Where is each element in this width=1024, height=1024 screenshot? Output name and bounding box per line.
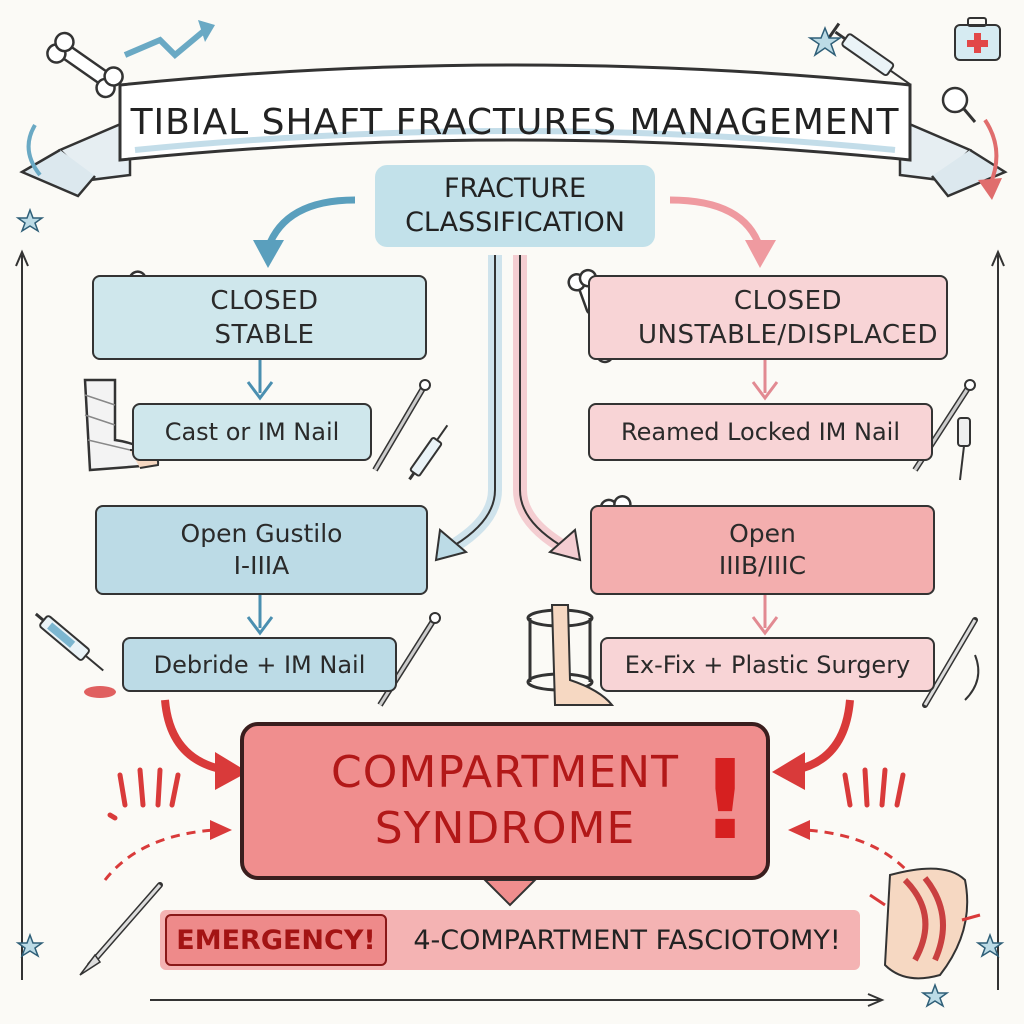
arrow-to-right-branch — [669, 196, 764, 250]
page-title: TIBIAL SHAFT FRACTURES MANAGEMENT — [130, 101, 900, 143]
im-nail-icon — [372, 379, 431, 472]
zigzag-arrow-icon — [123, 20, 215, 60]
side-arrow-right — [983, 118, 999, 186]
blood-splash-icon — [84, 686, 116, 698]
step-arrows-right — [751, 360, 779, 636]
ex-fix-frame-icon — [526, 604, 615, 706]
open-iiib-treatment-text: Ex-Fix + Plastic Surgery — [624, 650, 911, 679]
closed-unstable-line2: UNSTABLE/DISPLACED — [637, 319, 939, 350]
central-trunk-arrow — [434, 255, 582, 562]
open-iiib-treatment: Ex-Fix + Plastic Surgery — [600, 637, 935, 692]
step-arrows — [246, 360, 274, 636]
closed-unstable-treatment-text: Reamed Locked IM Nail — [621, 418, 900, 446]
open-gustilo-treatment-text: Debride + IM Nail — [153, 650, 366, 679]
compartment-syndrome-node: COMPARTMENT SYNDROME — [240, 722, 770, 880]
alarm-marks-left — [107, 767, 181, 821]
closed-stable-treatment-text: Cast or IM Nail — [164, 418, 340, 446]
bone-icon — [46, 31, 124, 99]
alarm-marks-right — [842, 767, 906, 808]
arrow-compartment-down — [482, 879, 538, 907]
arrowhead-left-compartment — [215, 752, 248, 790]
syringe-icon — [827, 22, 912, 86]
arrowhead-right-compartment — [772, 752, 805, 790]
arrow-right-to-compartment — [794, 699, 854, 774]
fasciotomy-text: 4-COMPARTMENT FASCIOTOMY! — [413, 924, 841, 956]
magnifier-icon — [941, 86, 977, 123]
exclamation-mark: ! — [700, 736, 751, 864]
classification-node: FRACTURE CLASSIFICATION — [375, 165, 655, 247]
arrow-left-to-compartment — [161, 699, 226, 774]
closed-stable-treatment: Cast or IM Nail — [132, 403, 372, 461]
closed-stable-line1: CLOSED — [210, 285, 319, 316]
closed-unstable-node: CLOSED UNSTABLE/DISPLACED — [588, 275, 948, 360]
arrowhead-left-branch — [253, 240, 284, 268]
first-aid-kit-icon — [954, 17, 1001, 61]
star-icon — [15, 25, 1005, 1008]
scalpel-icon — [79, 882, 163, 976]
compartment-line2: SYNDROME — [374, 803, 636, 854]
side-arrow-left — [26, 123, 42, 177]
classification-line1: FRACTURE — [443, 173, 587, 204]
dashed-arrowhead-left — [210, 820, 232, 840]
syringe-icon — [408, 424, 449, 481]
dashed-arrowhead-right — [788, 820, 810, 840]
arrow-to-left-branch — [264, 196, 356, 250]
title-ribbon — [19, 63, 1008, 198]
syringe-icon — [34, 612, 104, 672]
open-iiib-line1: Open — [729, 519, 796, 548]
closed-stable-node: CLOSED STABLE — [92, 275, 427, 360]
arrowhead-right-branch — [745, 240, 776, 268]
closed-unstable-treatment: Reamed Locked IM Nail — [588, 403, 933, 461]
side-arrowhead-right — [978, 178, 1002, 200]
scalpel-icon — [922, 617, 980, 708]
compartment-line1: COMPARTMENT — [331, 747, 679, 798]
open-gustilo-treatment: Debride + IM Nail — [122, 637, 397, 692]
dashed-arrow-left — [103, 828, 216, 881]
emergency-badge: EMERGENCY! — [165, 914, 387, 966]
open-iiib-line2: IIIB/IIIC — [718, 551, 807, 580]
open-iiib-node: Open IIIB/IIIC — [590, 505, 935, 595]
border-arrows — [15, 249, 1005, 1007]
classification-line2: CLASSIFICATION — [405, 207, 625, 238]
open-gustilo-line1: Open Gustilo — [180, 519, 343, 548]
open-gustilo-line2: I-IIIA — [233, 551, 290, 580]
open-gustilo-node: Open Gustilo I-IIIA — [95, 505, 428, 595]
muscle-leg-icon — [869, 867, 981, 980]
closed-stable-line2: STABLE — [214, 319, 315, 350]
closed-unstable-line1: CLOSED — [733, 285, 843, 316]
